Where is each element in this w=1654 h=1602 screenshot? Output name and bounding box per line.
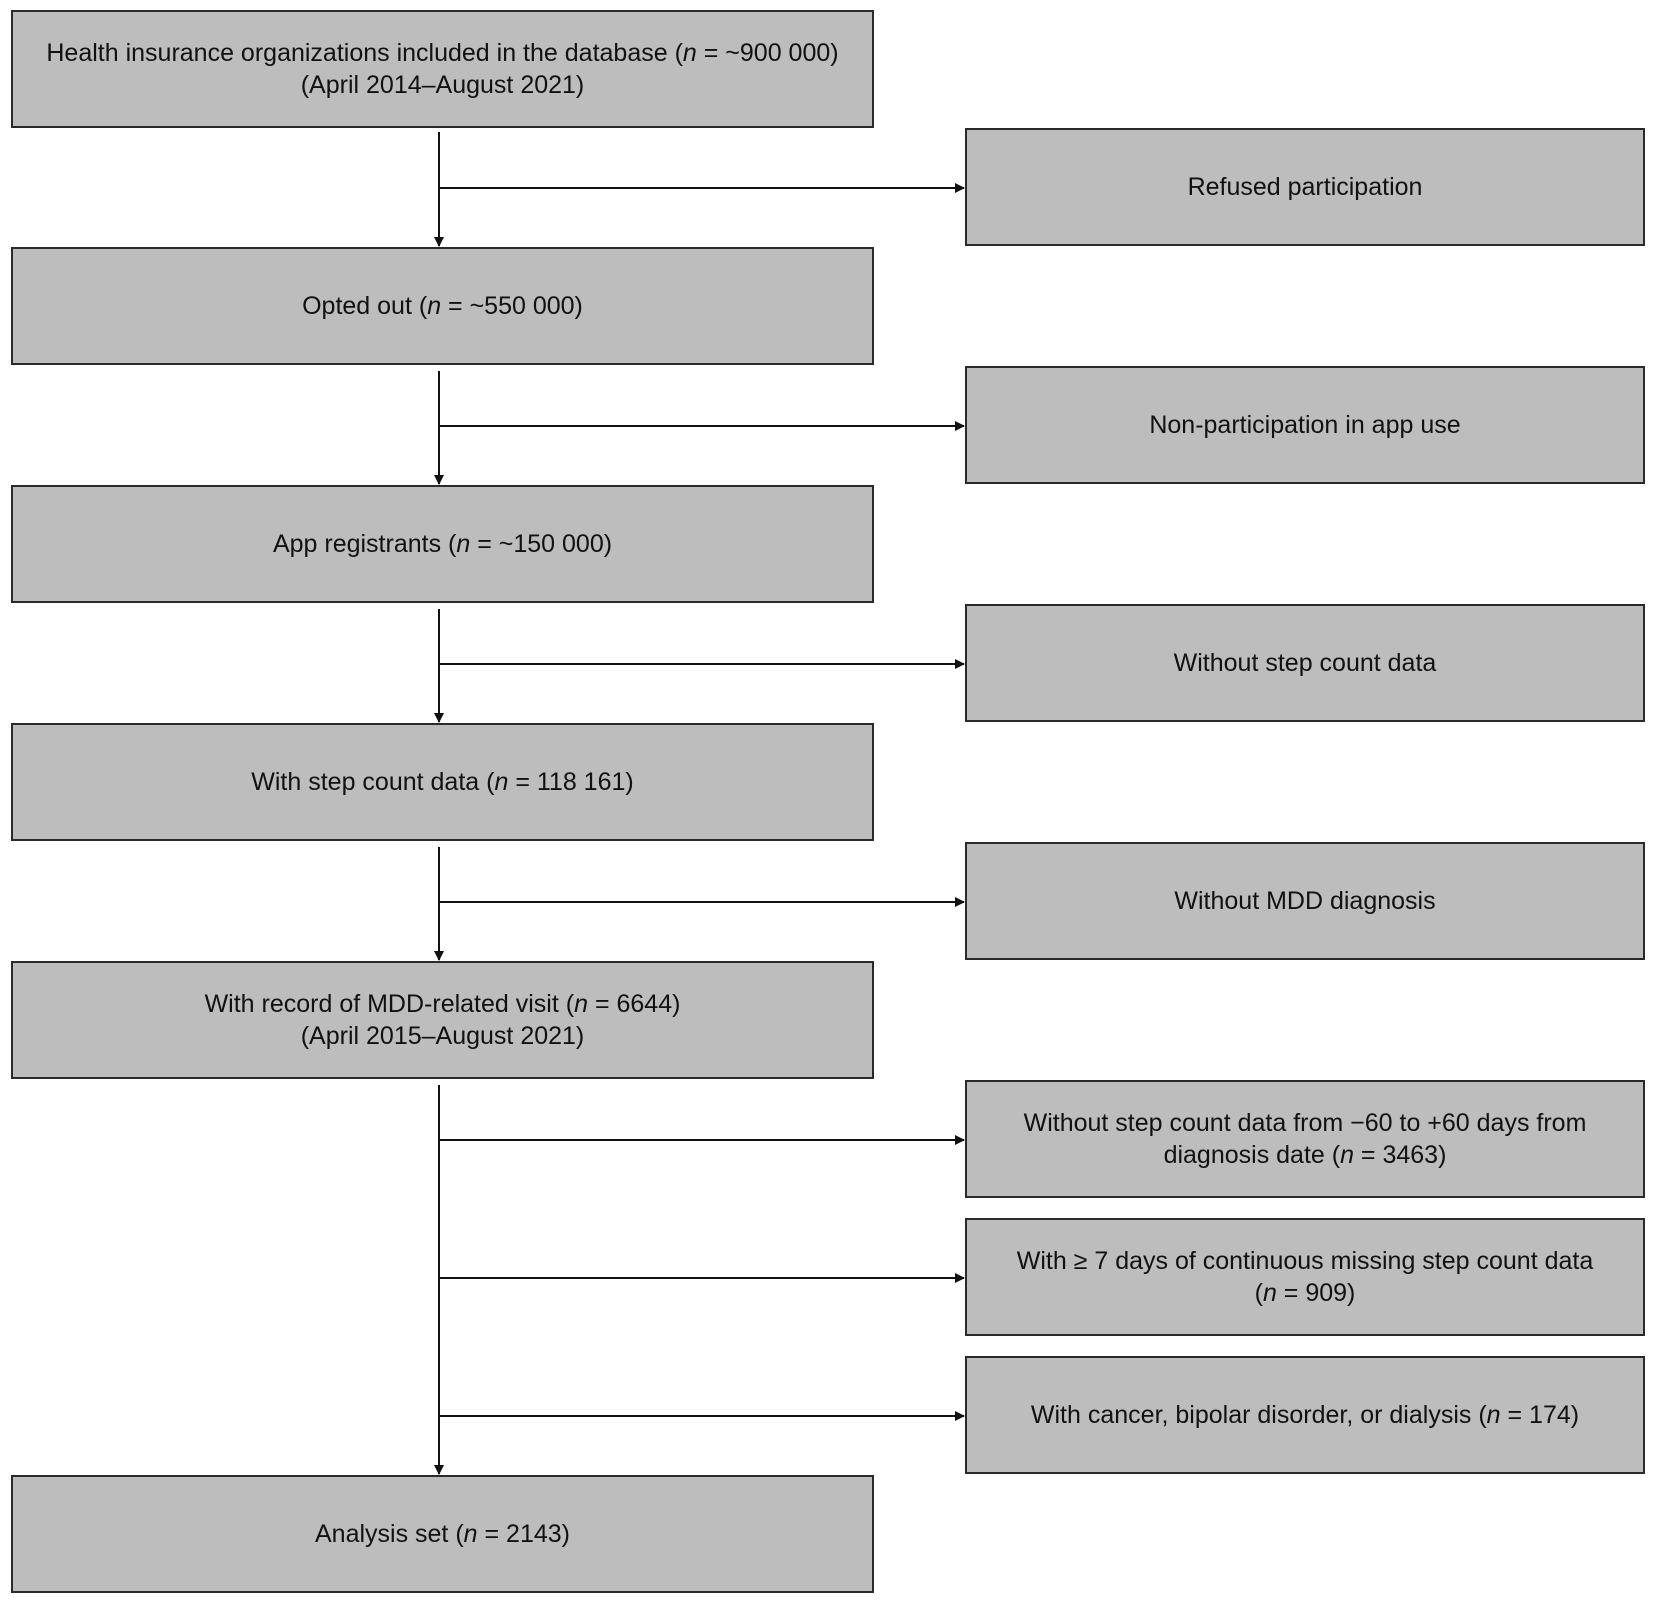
box-text-line: Refused participation (1188, 171, 1423, 203)
box-text-segment: = ~900 000) (696, 39, 839, 67)
flow-box-mdd-visit: With record of MDD-related visit (n = 66… (11, 961, 874, 1079)
box-text-line: With record of MDD-related visit (n = 66… (205, 988, 681, 1020)
box-text-segment: Health insurance organizations included … (46, 39, 683, 67)
flow-box-registrants: App registrants (n = ~150 000) (11, 485, 874, 603)
exclusion-box-missing-7days: With ≥ 7 days of continuous missing step… (965, 1218, 1645, 1336)
box-text-segment: ( (1254, 1279, 1263, 1307)
box-text-segment: = ~150 000) (470, 530, 613, 558)
flow-box-included: Health insurance organizations included … (11, 10, 874, 128)
flow-box-analysis-set: Analysis set (n = 2143) (11, 1475, 874, 1593)
box-text-segment: = 118 161) (508, 768, 634, 796)
box-text-line: (n = 909) (1255, 1277, 1356, 1309)
exclusion-box-without-mdd: Without MDD diagnosis (965, 842, 1645, 960)
box-text-segment: Without step count data from −60 to +60 … (1023, 1109, 1587, 1137)
box-text-segment: (April 2015–August 2021) (300, 1022, 585, 1050)
exclusion-box-comorbid: With cancer, bipolar disorder, or dialys… (965, 1356, 1645, 1474)
box-text-segment: n (1340, 1141, 1354, 1169)
box-text-line: Opted out (n = ~550 000) (302, 290, 583, 322)
exclusion-box-refused: Refused participation (965, 128, 1645, 246)
box-text-segment: = 2143) (477, 1520, 571, 1548)
box-text-segment: diagnosis date ( (1163, 1141, 1341, 1169)
box-text-line: Analysis set (n = 2143) (315, 1518, 570, 1550)
box-text-segment: With step count data ( (251, 768, 495, 796)
box-text-segment: Without MDD diagnosis (1174, 887, 1436, 915)
box-text-segment: n (1486, 1401, 1501, 1429)
box-text-segment: Refused participation (1187, 173, 1423, 201)
box-text-line: With step count data (n = 118 161) (251, 766, 633, 798)
box-text-line: diagnosis date (n = 3463) (1164, 1139, 1447, 1171)
box-text-line: Without step count data (1174, 647, 1437, 679)
box-text-segment: n (494, 768, 509, 796)
box-text-segment: = 6644) (588, 990, 681, 1018)
box-text-segment: Without step count data (1173, 649, 1437, 677)
box-text-segment: Analysis set ( (314, 1520, 464, 1548)
box-text-segment: = ~550 000) (441, 292, 583, 320)
box-text-line: (April 2015–August 2021) (301, 1020, 585, 1052)
box-text-line: Without step count data from −60 to +60 … (1024, 1107, 1587, 1139)
box-text-line: Without MDD diagnosis (1174, 885, 1435, 917)
box-text-segment: (April 2014–August 2021) (300, 71, 585, 99)
exclusion-box-without-window: Without step count data from −60 to +60 … (965, 1080, 1645, 1198)
box-text-line: Non-participation in app use (1149, 409, 1460, 441)
box-text-segment: n (1262, 1279, 1277, 1307)
box-text-segment: With cancer, bipolar disorder, or dialys… (1030, 1401, 1487, 1429)
box-text-segment: With ≥ 7 days of continuous missing step… (1016, 1247, 1594, 1275)
box-text-segment: n (427, 292, 442, 320)
box-text-segment: Non-participation in app use (1149, 411, 1461, 439)
exclusion-box-without-steps: Without step count data (965, 604, 1645, 722)
box-text-segment: n (456, 530, 471, 558)
box-text-segment: = 909) (1276, 1279, 1356, 1307)
box-text-segment: App registrants ( (272, 530, 457, 558)
box-text-segment: n (463, 1520, 478, 1548)
box-text-segment: With record of MDD-related visit ( (204, 990, 575, 1018)
box-text-segment: = 174) (1500, 1401, 1580, 1429)
box-text-line: With cancer, bipolar disorder, or dialys… (1031, 1399, 1579, 1431)
exclusion-box-non-participation: Non-participation in app use (965, 366, 1645, 484)
box-text-segment: Opted out ( (302, 292, 428, 320)
box-text-line: App registrants (n = ~150 000) (273, 528, 612, 560)
box-text-segment: = 3463) (1353, 1141, 1447, 1169)
box-text-line: With ≥ 7 days of continuous missing step… (1017, 1245, 1594, 1277)
box-text-segment: n (682, 39, 697, 67)
flow-box-with-steps: With step count data (n = 118 161) (11, 723, 874, 841)
box-text-line: Health insurance organizations included … (46, 37, 838, 69)
flow-box-opted-out: Opted out (n = ~550 000) (11, 247, 874, 365)
box-text-line: (April 2014–August 2021) (301, 69, 585, 101)
box-text-segment: n (574, 990, 588, 1018)
